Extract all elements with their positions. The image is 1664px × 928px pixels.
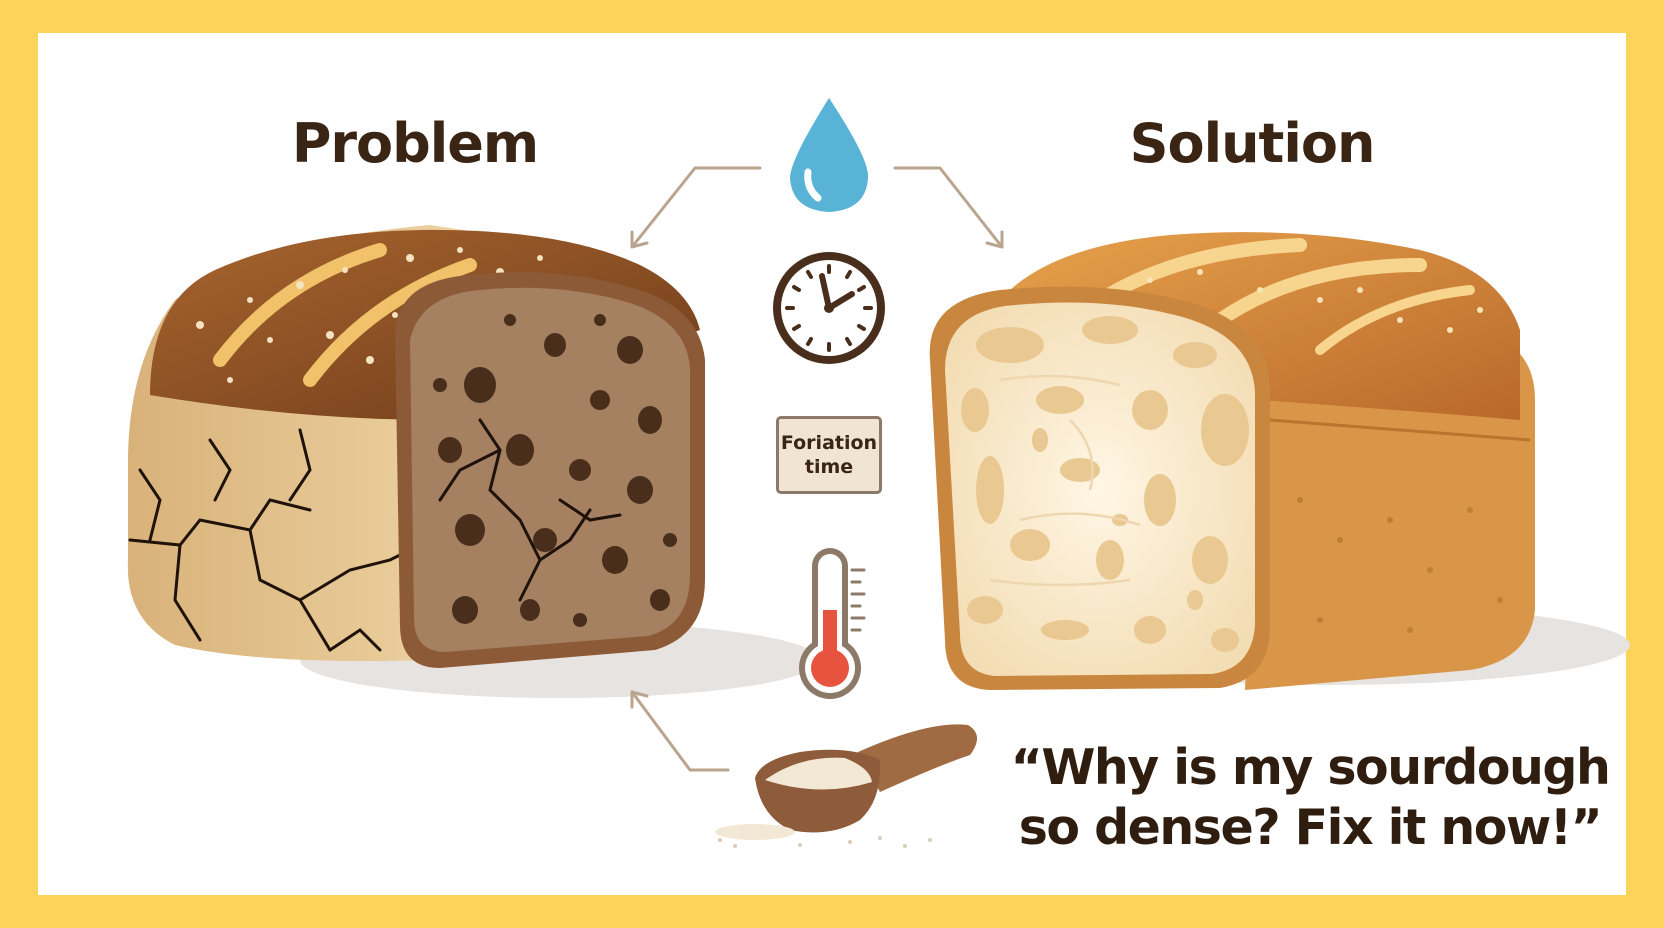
dense-loaf-illustration [127, 225, 705, 668]
solution-heading: Solution [1129, 112, 1376, 175]
problem-heading: Problem [291, 112, 539, 175]
tag-line-1: Foriation [780, 432, 878, 454]
airy-loaf-illustration [929, 232, 1535, 690]
clock-icon [773, 252, 885, 364]
caption-line-2: so dense? Fix it now!” [1018, 799, 1603, 856]
flow-arrows [630, 166, 1004, 772]
water-drop-icon [790, 98, 869, 212]
caption-quote: “Why is my sourdough so dense? Fix it no… [1010, 738, 1611, 858]
fermentation-time-tag: Foriation time [776, 416, 882, 494]
thermometer-icon [799, 548, 866, 699]
flour-scoop-icon [715, 724, 978, 848]
tag-line-2: time [804, 456, 854, 478]
caption-line-1: “Why is my sourdough [1010, 739, 1611, 796]
